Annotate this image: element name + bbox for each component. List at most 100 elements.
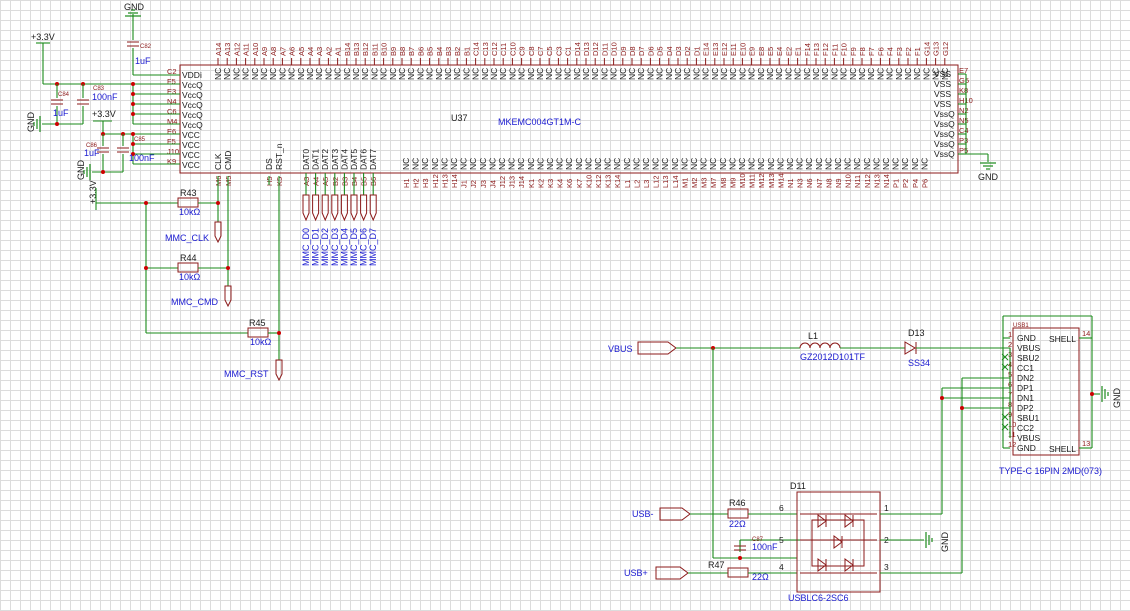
- u37-ctrl-pin-name: RST_n: [274, 143, 284, 170]
- u37-right-pin-name: VSS: [934, 89, 951, 99]
- u37-bottom-pin-name: NC: [871, 158, 881, 170]
- mmc-flag: [369, 194, 377, 222]
- u37-top-pin-num: D1: [692, 46, 701, 56]
- u37-bottom-pin-num: K6: [565, 179, 574, 188]
- u37-top-pin-name: NC: [360, 68, 370, 80]
- u37-top-pin-num: B13: [352, 43, 361, 56]
- u37-top-pin-num: E13: [711, 43, 720, 56]
- u37-bottom-pin-num: N6: [805, 178, 814, 188]
- u37-top-pin-name: NC: [756, 68, 766, 80]
- u37-top-pin-name: NC: [333, 68, 343, 80]
- u37-bottom-pin-name: NC: [747, 158, 757, 170]
- u37-bottom-pin-num: H1: [402, 178, 411, 188]
- usb1-shell-bottom-num: 13: [1082, 439, 1090, 448]
- u37-bottom-pin-num: K2: [536, 179, 545, 188]
- u37-bottom-pin-name: NC: [449, 158, 459, 170]
- u37-top-pin-num: A7: [278, 47, 287, 56]
- usb1-pin-name: VBUS: [1017, 343, 1040, 353]
- u37-top-pin-num: C3: [554, 46, 563, 56]
- p33-label-2: +3.3V: [92, 109, 116, 119]
- mmc-pullup-network: +3.3V R43 10kΩ MMC_CLK R44 10kΩ MMC_CMD …: [88, 176, 283, 381]
- u37-top-pin-name: NC: [912, 68, 922, 80]
- u37-top-pin-num: F3: [895, 47, 904, 56]
- net-mmc-data: MMC_D0: [301, 228, 311, 266]
- u37-bottom-pin-num: H13: [440, 174, 449, 188]
- u37-ref: U37: [451, 113, 468, 123]
- u37-bottom-pin-num: N14: [882, 174, 891, 188]
- usb1-pin-name: GND: [1017, 333, 1036, 343]
- net-usb-minus: USB-: [632, 509, 654, 519]
- u37-top-pin-num: A14: [214, 43, 223, 56]
- u37-bottom-pin-name: NC: [497, 158, 507, 170]
- u37-top-pin-num: D14: [573, 42, 582, 56]
- u37-bottom-pin-num: M13: [767, 173, 776, 188]
- u37-right-pin-num: P3: [959, 136, 968, 145]
- u37-bottom-pin-name: NC: [545, 158, 555, 170]
- net-mmc-cmd: MMC_CMD: [171, 297, 218, 307]
- u37-top-pin-name: NC: [369, 68, 379, 80]
- gnd-label-top: GND: [124, 2, 145, 12]
- c86-value: 1uF: [84, 148, 100, 158]
- u37-top-pin-num: F10: [840, 43, 849, 56]
- u37-bottom-pin-name: NC: [919, 158, 929, 170]
- u37-top-pin-name: NC: [664, 68, 674, 80]
- u37-top-pin-name: NC: [287, 68, 297, 80]
- u37-right-pin-name: VssQ: [934, 129, 955, 139]
- l1-value: GZ2012D101TF: [800, 352, 866, 362]
- u37-top-pin-num: C12: [490, 42, 499, 56]
- u37-top-pin-name: NC: [599, 68, 609, 80]
- c82-capacitor: C82 1uF GND: [124, 2, 180, 76]
- u37-top-pin-name: NC: [544, 68, 554, 80]
- u37-top-pin-num: B1: [462, 47, 471, 56]
- u37-top-pin-num: B6: [416, 47, 425, 56]
- u37-top-pin-num: D9: [619, 46, 628, 56]
- u37-dat-pin-name: DAT3: [330, 149, 340, 170]
- mmc-flag: [321, 194, 329, 222]
- u37-top-pin-num: D8: [628, 46, 637, 56]
- r44-value: 10kΩ: [179, 272, 201, 282]
- mmc-flag: [312, 194, 320, 222]
- u37-bottom-pin-num: K12: [594, 175, 603, 188]
- u37-bottom-pin-name: NC: [814, 158, 824, 170]
- u37-bottom-pin-name: NC: [516, 158, 526, 170]
- u37-top-pin-name: NC: [268, 68, 278, 80]
- u37-bottom-pin-name: NC: [574, 158, 584, 170]
- u37-top-pin-name: NC: [931, 68, 941, 80]
- u37-top-pin-name: NC: [461, 68, 471, 80]
- usb1-pin-name: DN1: [1017, 393, 1034, 403]
- u37-top-pin-name: NC: [351, 68, 361, 80]
- u37-bottom-pin-num: N7: [815, 178, 824, 188]
- r44-ref: R44: [180, 253, 197, 263]
- u37-top-pin-name: NC: [314, 68, 324, 80]
- u37-top-pins: A14NCA13NCA12NCA11NCA10NCA9NCA8NCA7NCA6N…: [213, 42, 950, 80]
- u37-bottom-pin-name: NC: [699, 158, 709, 170]
- u37-top-pin-num: A10: [251, 43, 260, 56]
- usb1-pin-num: 11: [1008, 430, 1016, 439]
- u37-top-pin-num: C5: [545, 46, 554, 56]
- u37-top-pin-name: NC: [921, 68, 931, 80]
- u37-bottom-pin-num: L1: [623, 180, 632, 188]
- u37-top-pin-name: NC: [296, 68, 306, 80]
- u37-dat-pin-name: DAT0: [301, 149, 311, 170]
- r47-value: 22Ω: [752, 572, 769, 582]
- usb1-pin-name: CC2: [1017, 423, 1034, 433]
- net-vbus: VBUS: [608, 344, 633, 354]
- u37-left-pin-num: N4: [167, 97, 177, 106]
- mmc-flag: [331, 194, 339, 222]
- u37-top-pin-name: NC: [342, 68, 352, 80]
- u37-bottom-pin-num: K7: [575, 179, 584, 188]
- u37-bottom-pin-num: P1: [892, 179, 901, 188]
- u37-top-pin-num: C9: [518, 46, 527, 56]
- u37-top-pin-num: B11: [370, 43, 379, 56]
- u37-top-pin-name: NC: [829, 68, 839, 80]
- gnd-label-usb: GND: [1112, 388, 1122, 409]
- u37-top-pin-name: NC: [489, 68, 499, 80]
- u37-top-pin-num: D12: [591, 42, 600, 56]
- u37-top-pin-num: B12: [361, 43, 370, 56]
- u37-bottom-pin-name: NC: [439, 158, 449, 170]
- u37-ctrl-pin-name: CLK: [213, 153, 223, 170]
- net-mmc-data: MMC_D2: [320, 228, 330, 266]
- usb1-pin-name: GND: [1017, 443, 1036, 453]
- u37-bottom-pin-num: N13: [872, 174, 881, 188]
- u37-vss-gnd: GND: [958, 153, 999, 182]
